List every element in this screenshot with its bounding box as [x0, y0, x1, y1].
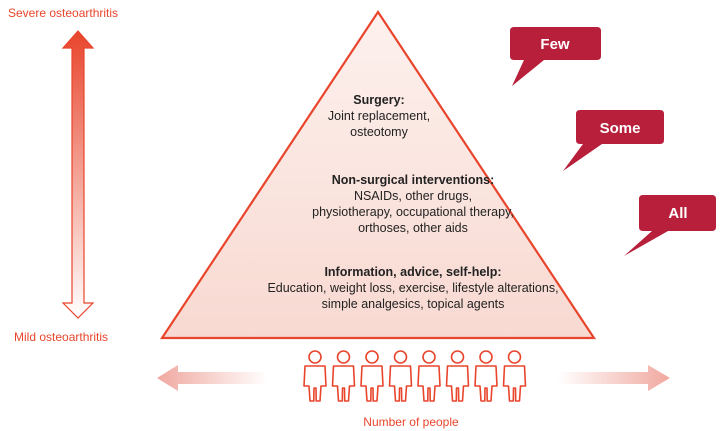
person-icon [303, 350, 327, 402]
number-of-people-label: Number of people [363, 415, 459, 429]
left-arrow [157, 365, 268, 391]
tier-surgery-title: Surgery: [353, 93, 404, 107]
person-icon [331, 350, 356, 402]
tier-surgery-line-1: Joint replacement, [328, 109, 430, 123]
bubble-all-text: All [668, 205, 687, 222]
bubble-few: Few [510, 27, 601, 86]
treatment-pyramid [159, 10, 597, 340]
tier-non-surgical-line-1: NSAIDs, other drugs, [354, 189, 472, 203]
severe-osteoarthritis-label: Severe osteoarthritis [8, 6, 118, 20]
tier-surgery: Surgery: Joint replacement, osteotomy [328, 93, 430, 139]
person-icon [445, 350, 470, 402]
bubble-some-text: Some [600, 120, 641, 137]
severity-arrow [61, 30, 95, 319]
tier-non-surgical-line-2: physiotherapy, occupational therapy, [312, 205, 514, 219]
tier-non-surgical: Non-surgical interventions: NSAIDs, othe… [312, 173, 514, 235]
bubble-few-text: Few [540, 36, 570, 53]
person-icon [388, 350, 413, 402]
mild-osteoarthritis-label: Mild osteoarthritis [14, 330, 108, 344]
person-icon [360, 350, 384, 402]
people-group [303, 350, 527, 402]
bubble-all: All [624, 195, 716, 256]
person-icon [417, 350, 441, 402]
person-icon [474, 350, 498, 402]
tier-non-surgical-line-3: orthoses, other aids [358, 221, 468, 235]
tier-non-surgical-title: Non-surgical interventions: [332, 173, 495, 187]
person-icon [502, 350, 527, 402]
tier-information-line-1: Education, weight loss, exercise, lifest… [267, 281, 558, 295]
tier-information-title: Information, advice, self-help: [324, 265, 501, 279]
tier-information-line-2: simple analgesics, topical agents [322, 297, 505, 311]
right-arrow [558, 365, 670, 391]
tier-information: Information, advice, self-help: Educatio… [267, 265, 558, 311]
bubble-some: Some [563, 110, 664, 171]
tier-surgery-line-2: osteotomy [350, 125, 408, 139]
